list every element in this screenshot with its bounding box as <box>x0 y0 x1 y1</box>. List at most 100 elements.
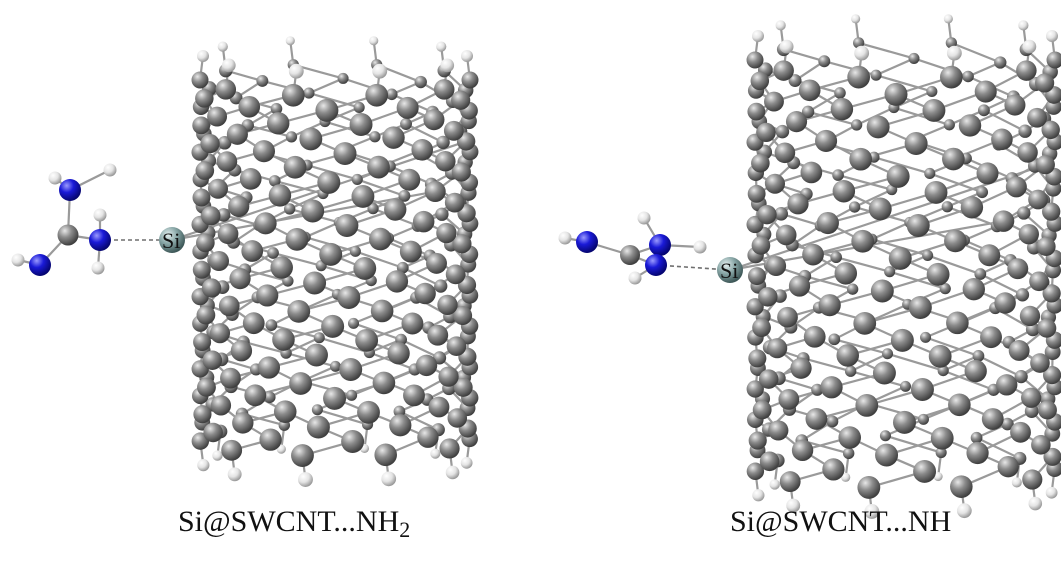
carbon-atom <box>997 455 1019 478</box>
carbon-atom <box>241 240 264 262</box>
carbon-atom <box>939 283 951 295</box>
carbon-atom <box>435 207 449 221</box>
carbon-atom <box>414 282 436 305</box>
carbon-atom <box>764 91 784 112</box>
chemical-bond <box>243 340 287 355</box>
chemical-bond <box>875 57 915 77</box>
chemical-bond <box>317 408 368 426</box>
carbon-atom <box>329 360 341 372</box>
chemical-bond <box>285 336 320 355</box>
carbon-atom <box>962 70 974 83</box>
chemical-bond <box>875 74 933 93</box>
carbon-atom <box>417 426 439 448</box>
carbon-atom <box>428 396 450 418</box>
chemical-bond <box>854 188 893 209</box>
carbon-atom <box>805 408 828 430</box>
chemical-bond <box>353 322 402 341</box>
carbon-atom <box>1008 340 1030 361</box>
carbon-atom <box>1035 73 1055 93</box>
carbon-atom <box>319 242 343 266</box>
carbon-atom <box>937 364 949 377</box>
chemical-bond <box>398 410 439 431</box>
carbon-atom <box>230 340 253 362</box>
carbon-atom <box>960 196 984 219</box>
chemical-bond <box>355 250 404 269</box>
carbon-atom <box>414 75 427 89</box>
carbon-atom <box>830 251 843 264</box>
weak-interaction-bond <box>655 264 731 271</box>
carbon-atom <box>913 459 937 483</box>
carbon-atom <box>924 180 948 204</box>
nitrogen-atom <box>576 231 598 253</box>
carbon-atom <box>200 134 220 154</box>
carbon-atom <box>335 214 359 238</box>
panel-si-swcnt-nh2: Si <box>11 36 479 487</box>
nitrogen-atom <box>645 254 667 276</box>
carbon-atom <box>791 439 814 462</box>
hydrogen-atom <box>91 261 105 275</box>
hydrogen-atom <box>298 472 313 487</box>
carbon-atom <box>1024 404 1039 419</box>
hydrogen-atom <box>558 231 572 245</box>
carbon-atom <box>1010 421 1031 443</box>
carbon-atom <box>994 292 1016 314</box>
carbon-atom <box>1042 366 1061 385</box>
chemical-bond <box>871 221 911 241</box>
carbon-atom <box>424 181 446 203</box>
carbon-atom <box>351 173 363 185</box>
carbon-atom <box>283 155 307 179</box>
carbon-atom <box>210 395 232 416</box>
carbon-atom <box>423 109 445 131</box>
carbon-atom <box>752 318 771 338</box>
carbon-atom <box>1037 318 1057 338</box>
carbon-atom <box>834 87 846 99</box>
carbon-atom <box>221 439 243 461</box>
carbon-atom <box>846 283 859 295</box>
carbon-atom <box>287 300 311 323</box>
chemical-bond <box>887 352 944 372</box>
carbon-atom <box>451 162 471 182</box>
hydrogen-atom <box>197 459 210 472</box>
carbon-atom <box>747 267 766 286</box>
carbon-atom <box>774 142 796 164</box>
chemical-bond <box>885 434 942 454</box>
carbon-atom <box>752 400 772 420</box>
carbon-atom <box>374 443 397 467</box>
carbon-atom <box>436 222 457 244</box>
carbon-atom <box>842 447 855 460</box>
carbon-atom <box>766 255 787 277</box>
carbon-atom <box>252 140 276 163</box>
carbon-atom <box>1030 353 1050 373</box>
chemical-bond <box>247 124 292 138</box>
carbon-atom <box>756 122 776 143</box>
carbon-atom <box>974 268 987 280</box>
carbon-atom <box>446 336 467 356</box>
carbon-atom <box>313 332 325 344</box>
carbon-atom <box>385 270 409 293</box>
carbon-atom <box>758 287 778 307</box>
carbon-atom <box>208 178 229 199</box>
hydrogen-atom <box>212 450 223 461</box>
carbon-atom <box>1043 447 1061 466</box>
carbon-atom <box>853 311 877 335</box>
carbon-atom <box>403 384 425 407</box>
carbon-atom <box>382 126 405 149</box>
chemical-bond <box>803 357 851 373</box>
nitrogen-atom <box>89 229 111 251</box>
carbon-atom <box>301 199 325 223</box>
hydrogen-atom <box>1011 477 1022 488</box>
carbon-atom <box>257 356 281 379</box>
carbon-atom <box>453 377 473 397</box>
carbon-atom <box>747 102 766 121</box>
carbon-atom <box>758 369 779 389</box>
carbon-atom <box>193 405 212 424</box>
hydrogen-atom <box>851 14 861 24</box>
hydrogen-atom <box>461 50 473 62</box>
carbon-atom <box>879 430 891 442</box>
nitrogen-atom <box>59 179 81 201</box>
carbon-atom <box>337 72 349 84</box>
carbon-atom <box>434 279 448 293</box>
carbon-atom <box>306 415 330 439</box>
carbon-atom <box>774 207 789 221</box>
hydrogen-atom <box>285 36 295 46</box>
